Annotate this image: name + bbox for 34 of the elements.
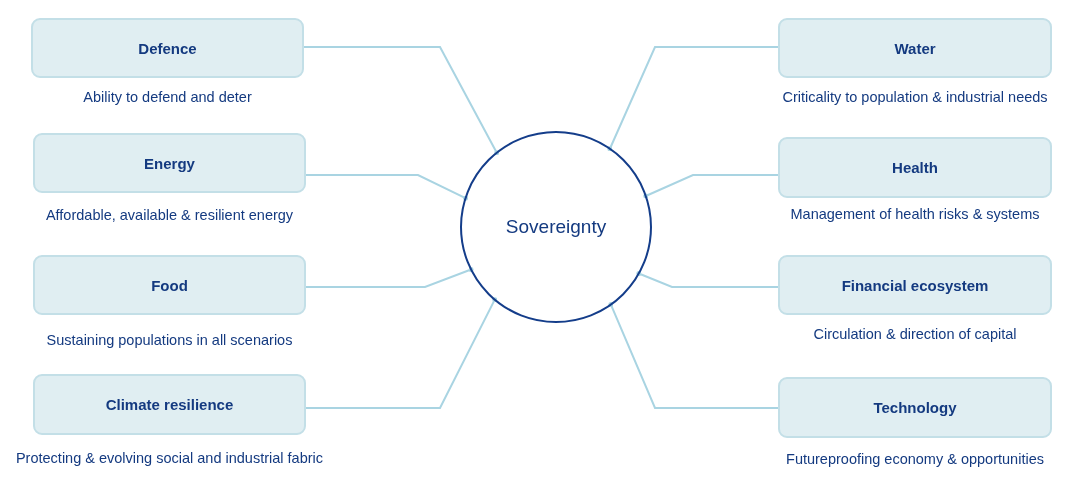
central-circle bbox=[460, 131, 652, 323]
connector-line bbox=[305, 174, 468, 201]
topic-title: Technology bbox=[873, 399, 957, 416]
topic-title: Climate resilience bbox=[105, 396, 234, 413]
connector-line bbox=[305, 297, 498, 409]
topic-box bbox=[33, 133, 306, 193]
topic-description: Sustaining populations in all scenarios bbox=[46, 332, 293, 348]
central-title: Sovereignty bbox=[505, 216, 607, 238]
connector-line bbox=[608, 302, 779, 409]
connector-line bbox=[643, 174, 779, 199]
topic-title: Food bbox=[151, 276, 188, 294]
connector-line bbox=[305, 267, 474, 288]
topic-description: Management of health risks & systems bbox=[790, 206, 1040, 222]
topic-description: Circulation & direction of capital bbox=[813, 326, 1017, 342]
topic-title: Water bbox=[894, 39, 936, 57]
topic-box bbox=[778, 255, 1052, 315]
topic-box bbox=[31, 18, 304, 78]
connector-line bbox=[303, 46, 500, 156]
topic-title: Defence bbox=[138, 39, 197, 57]
topic-box bbox=[33, 374, 306, 435]
topic-title: Energy bbox=[144, 154, 195, 172]
topic-box bbox=[778, 137, 1052, 198]
topic-box bbox=[778, 377, 1052, 438]
topic-description: Protecting & evolving social and industrial fabric bbox=[15, 450, 324, 466]
topic-box bbox=[33, 255, 306, 315]
topic-title: Health bbox=[892, 159, 938, 176]
topic-description: Criticality to population & industrial needs bbox=[782, 89, 1048, 105]
topic-description: Affordable, available & resilient energy bbox=[45, 207, 294, 223]
connector-line bbox=[607, 46, 779, 152]
topic-title: Financial ecosystem bbox=[841, 276, 989, 294]
connector-line bbox=[636, 271, 779, 288]
topic-description: Ability to defend and deter bbox=[83, 89, 252, 105]
topic-description: Futureproofing economy & opportunities bbox=[786, 451, 1044, 467]
topic-box bbox=[778, 18, 1052, 78]
